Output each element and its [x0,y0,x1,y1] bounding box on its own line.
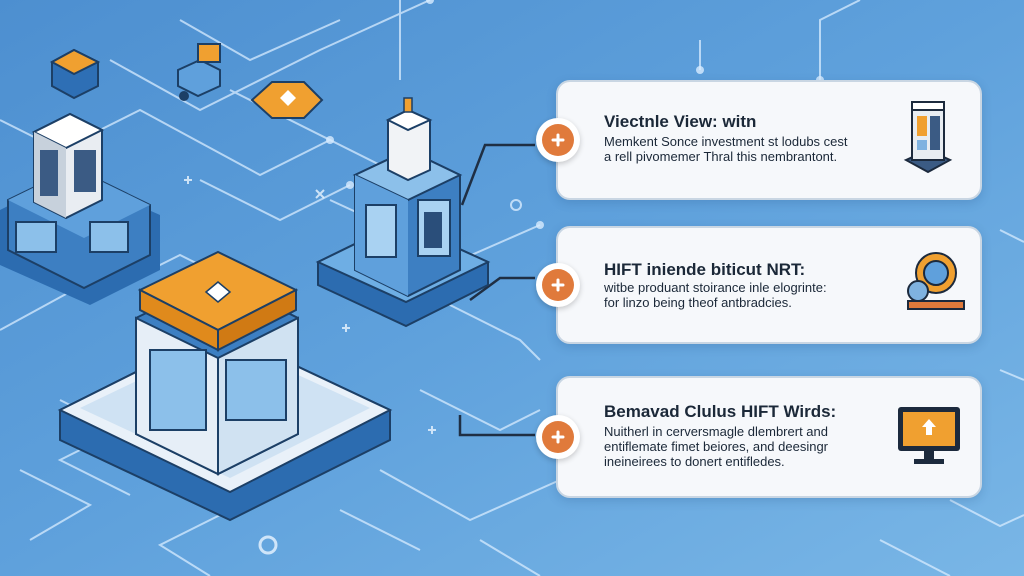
plus-arrow-icon [542,124,574,156]
card-1-body: Memkent Sonce investment st lodubs cest … [604,134,894,164]
card-1-title: Viectnle View: witn [604,112,757,131]
card-2-badge [536,263,580,307]
plus-arrow-icon [542,421,574,453]
server-tower-icon [903,101,953,174]
card-3-badge [536,415,580,459]
info-card-1: Viectnle View: witn Memkent Sonce invest… [536,80,982,200]
card-1-line-1: Memkent Sonce investment st lodubs cest [604,134,848,149]
card-3-line-2: entiflemate fimet beiores, and deesingr [604,439,829,454]
card-3-line-3: ineineirees to donert entifledes. [604,454,785,469]
card-1-badge [536,118,580,162]
card-3-line-1: Nuitherl in cerversmagle dlembrert and [604,424,828,439]
info-card-2: HIFT iniende biticut NRT: witbe produant… [536,226,982,344]
card-2-title: HIFT iniende biticut NRT: [604,260,806,279]
card-2-body: witbe produant stoirance inle elogrinte:… [604,280,894,310]
card-1-line-2: a rell pivomemer Thral this nembrantont. [604,149,838,164]
card-3-body: Nuitherl in cerversmagle dlembrert and e… [604,424,894,469]
plus-arrow-icon [542,269,574,301]
coin-gear-icon [907,252,965,310]
card-3-title: Bemavad Clulus HIFT Wirds: [604,402,837,421]
card-2-line-2: for linzo being theof antbradcies. [604,295,792,310]
monitor-icon [898,407,960,464]
info-card-3: Bemavad Clulus HIFT Wirds: Nuitherl in c… [536,376,982,498]
card-2-line-1: witbe produant stoirance inle elogrinte: [604,280,827,295]
